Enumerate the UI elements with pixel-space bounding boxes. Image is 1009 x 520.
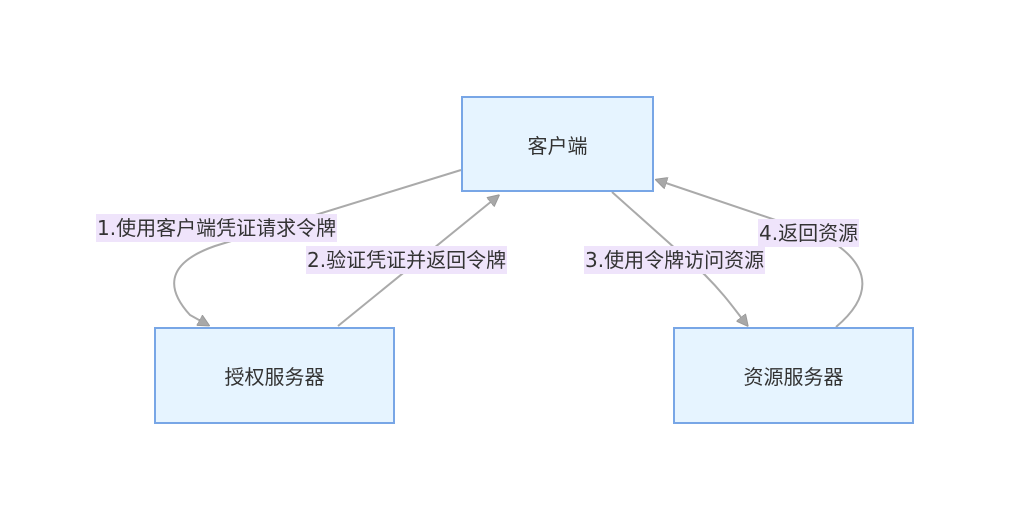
edge-step3-label: 3.使用令牌访问资源 — [584, 246, 766, 274]
client-label: 客户端 — [527, 133, 588, 158]
auth-server-label: 授权服务器 — [224, 365, 325, 389]
edge-step4-label: 4.返回资源 — [758, 219, 860, 247]
edge-step1-line — [173, 169, 462, 325]
client-node[interactable]: 客户端 — [461, 96, 654, 192]
resource-server-node[interactable]: 资源服务器 — [673, 327, 914, 424]
edge-step2-label: 2.验证凭证并返回令牌 — [306, 246, 508, 274]
auth-server-node[interactable]: 授权服务器 — [154, 327, 395, 424]
resource-server-label: 资源服务器 — [743, 365, 844, 389]
edge-step3-line — [611, 191, 747, 325]
edge-step1-label: 1.使用客户端凭证请求令牌 — [96, 214, 338, 242]
